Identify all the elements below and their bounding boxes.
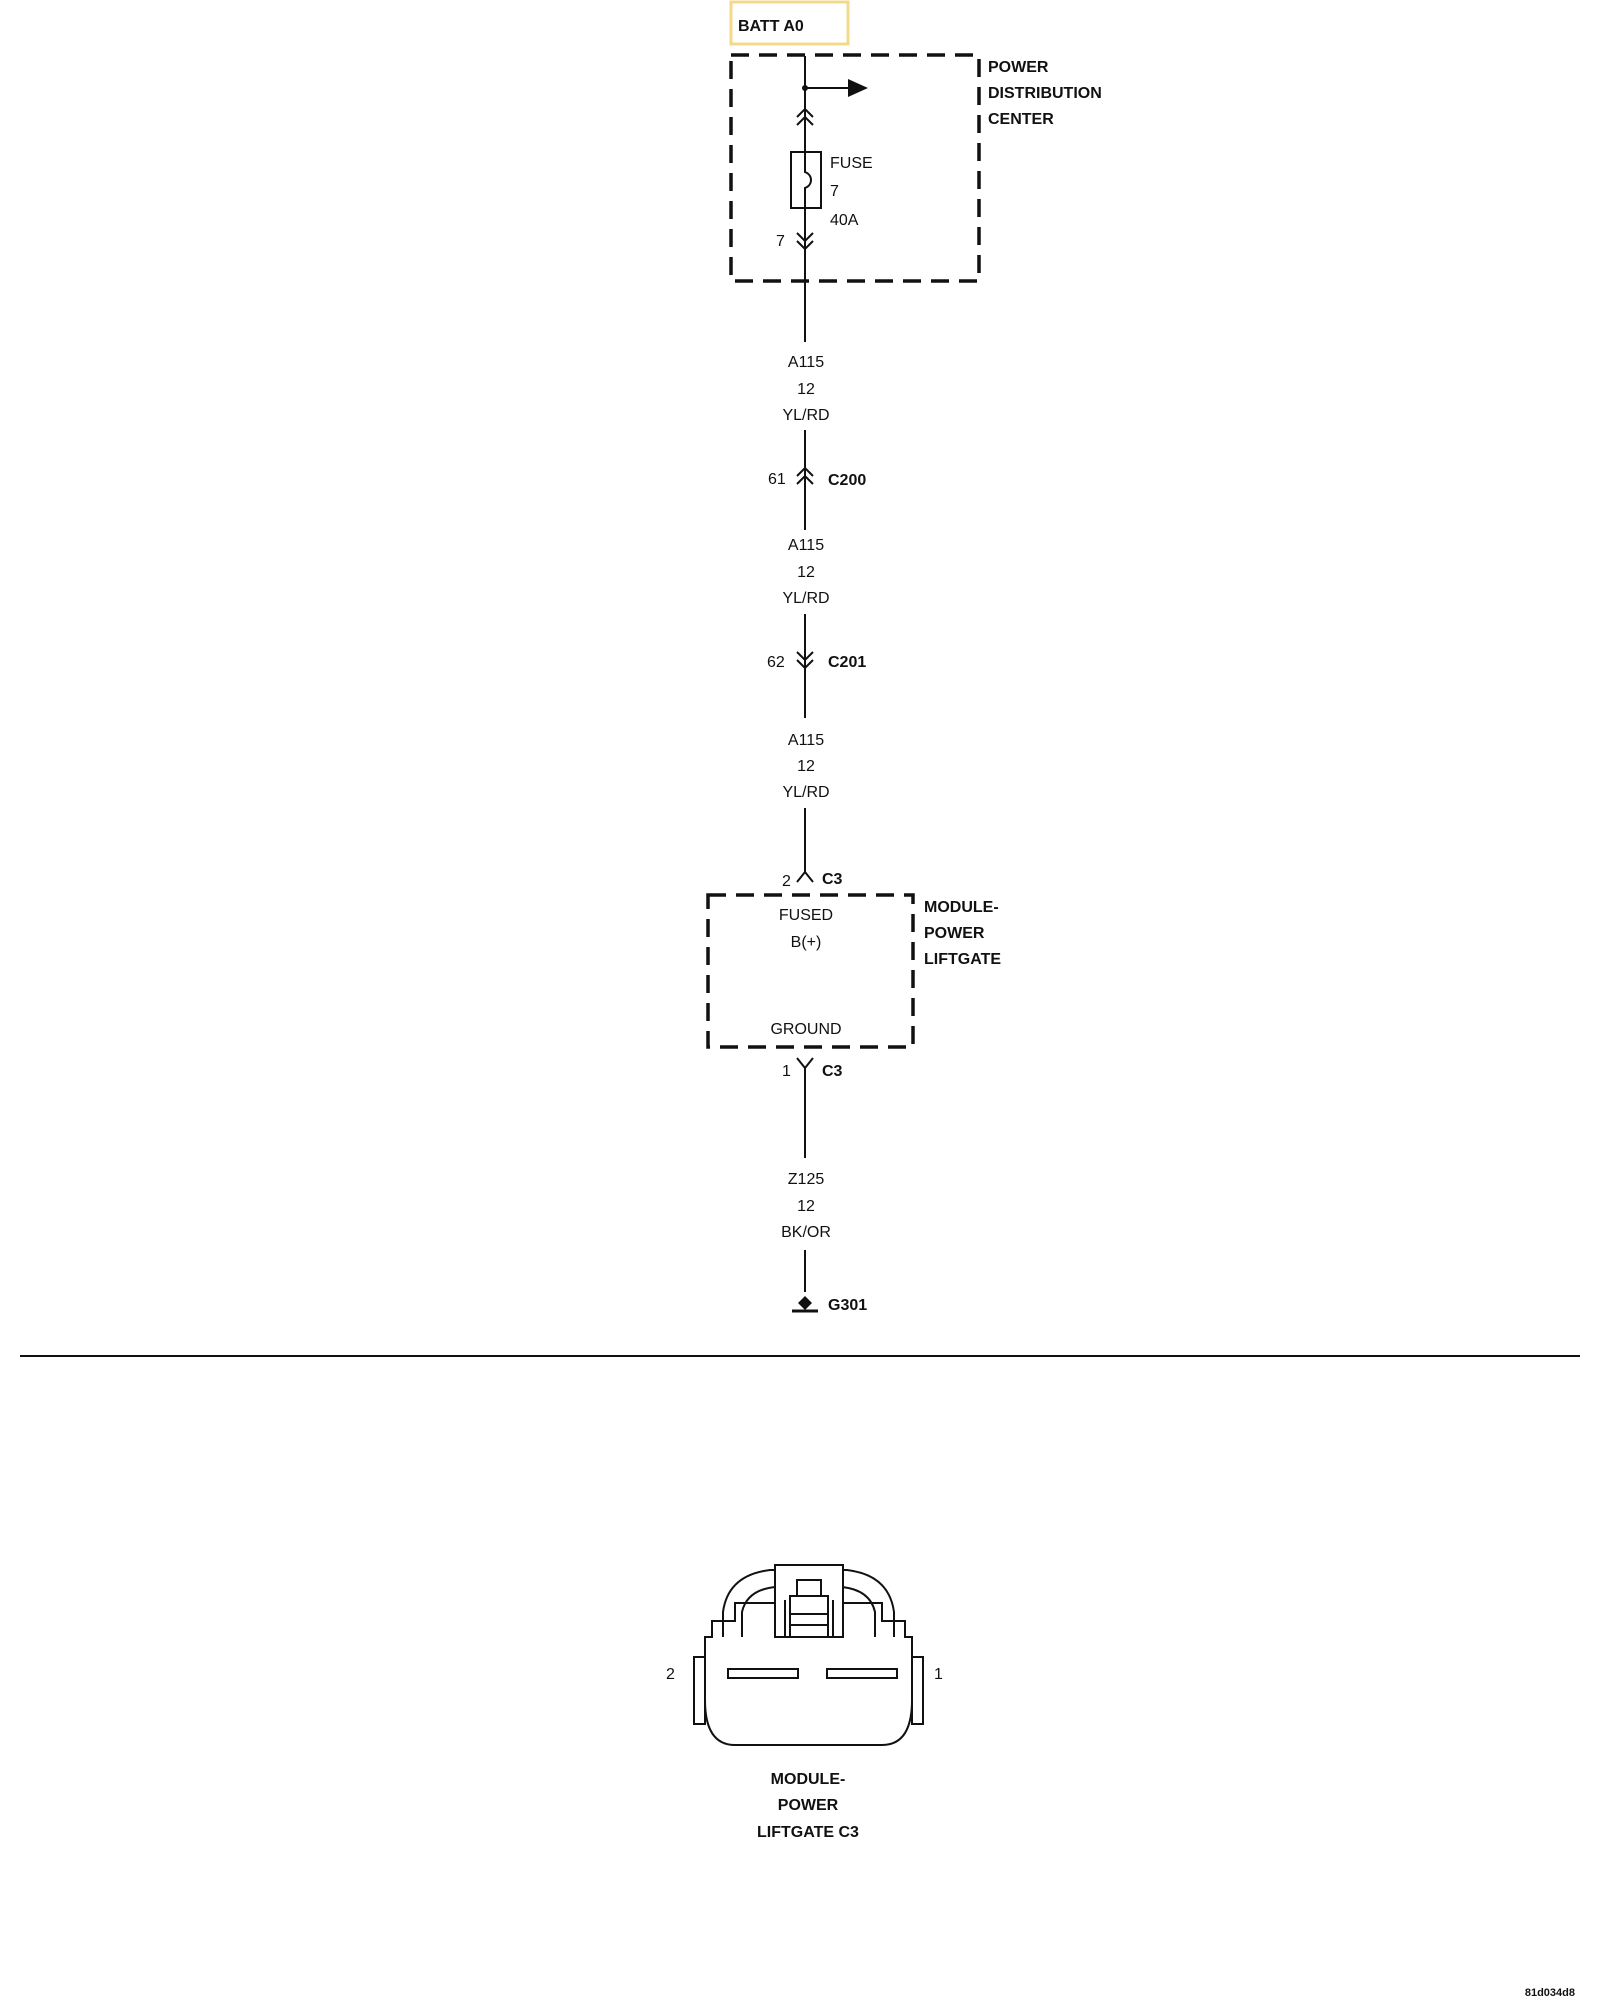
connector-caption-line-2: POWER xyxy=(778,1797,839,1814)
wire-seg2-circuit: A115 xyxy=(788,537,824,554)
module-top-pin: 2 xyxy=(782,873,791,890)
battery-label-box xyxy=(729,0,850,46)
c200-chevron-1 xyxy=(796,466,814,477)
connector-ear-left xyxy=(693,1656,706,1725)
connector-hood-left-inner xyxy=(741,1586,776,1637)
pdc-title-line-2: DISTRIBUTION xyxy=(988,85,1102,102)
c201-chevron-1 xyxy=(796,651,814,662)
wire-seg2-color: YL/RD xyxy=(782,590,829,607)
pdc-title-line-3: CENTER xyxy=(988,111,1054,128)
connector-body xyxy=(704,1602,913,1746)
ground-name: G301 xyxy=(828,1297,867,1314)
fuse-pin-number: 7 xyxy=(776,233,785,250)
fuse-label: FUSE xyxy=(830,155,873,172)
terminal-cavity-pin-2 xyxy=(727,1668,799,1679)
wire-seg4-circuit: Z125 xyxy=(788,1171,825,1188)
pdc-title-line-1: POWER xyxy=(988,59,1049,76)
fuse-cavity-lower-chevron-1 xyxy=(796,232,814,243)
wire-seg3-color: YL/RD xyxy=(782,784,829,801)
module-c3-top-chevron xyxy=(796,870,814,883)
connector-caption-line-1: MODULE- xyxy=(771,1771,846,1788)
wire-seg1-gauge: 12 xyxy=(797,381,815,398)
module-title-line-1: MODULE- xyxy=(924,899,999,916)
connector-pin-left-label: 2 xyxy=(666,1666,675,1683)
fuse-rating: 40A xyxy=(830,212,859,229)
c201-pin: 62 xyxy=(767,654,785,671)
module-bottom-connector: C3 xyxy=(822,1063,843,1080)
wire-seg1-circuit: A115 xyxy=(788,354,824,371)
wire-seg2-gauge: 12 xyxy=(797,564,815,581)
module-ground-label: GROUND xyxy=(770,1021,841,1038)
fuse-cavity-upper-chevron-1 xyxy=(796,107,814,118)
connector-latch-tab xyxy=(796,1579,822,1597)
module-c3-bottom-chevron xyxy=(796,1057,814,1070)
module-power-label-2: B(+) xyxy=(791,934,822,951)
wire-seg1-color: YL/RD xyxy=(782,407,829,424)
c201-name: C201 xyxy=(828,654,866,671)
connector-hood-left xyxy=(722,1569,790,1637)
module-top-connector: C3 xyxy=(822,871,843,888)
terminal-cavity-pin-1 xyxy=(826,1668,898,1679)
connector-hood-right xyxy=(827,1569,895,1637)
connector-pin-right-label: 1 xyxy=(934,1666,943,1683)
module-boundary xyxy=(706,893,915,1049)
connector-caption-line-3: LIFTGATE C3 xyxy=(757,1824,859,1841)
connector-latch-slot xyxy=(789,1595,829,1615)
fuse-element xyxy=(804,152,812,208)
wire-seg4-gauge: 12 xyxy=(797,1198,815,1215)
figure-id: 81d034d8 xyxy=(1525,1987,1575,1999)
c200-pin: 61 xyxy=(768,471,786,488)
fuse-cavity-upper-chevron-2 xyxy=(796,115,814,126)
wire-seg4-color: BK/OR xyxy=(781,1224,831,1241)
c200-chevron-2 xyxy=(796,474,814,485)
pdc-boundary xyxy=(729,53,981,283)
c201-chevron-2 xyxy=(796,659,814,670)
module-power-label-1: FUSED xyxy=(779,907,833,924)
battery-label: BATT A0 xyxy=(738,18,804,35)
connector-hood-right-inner xyxy=(841,1586,876,1637)
connector-ear-right xyxy=(911,1656,924,1725)
module-bottom-pin: 1 xyxy=(782,1063,791,1080)
module-title-line-2: POWER xyxy=(924,925,985,942)
module-title-line-3: LIFTGATE xyxy=(924,951,1001,968)
wire-seg3-circuit: A115 xyxy=(788,732,824,749)
c200-name: C200 xyxy=(828,472,866,489)
bus-arrow-head xyxy=(848,79,868,97)
fuse-number: 7 xyxy=(830,183,839,200)
connector-face-view xyxy=(693,1564,924,1746)
ground-symbol-dot xyxy=(798,1296,812,1310)
wire-seg3-gauge: 12 xyxy=(797,758,815,775)
